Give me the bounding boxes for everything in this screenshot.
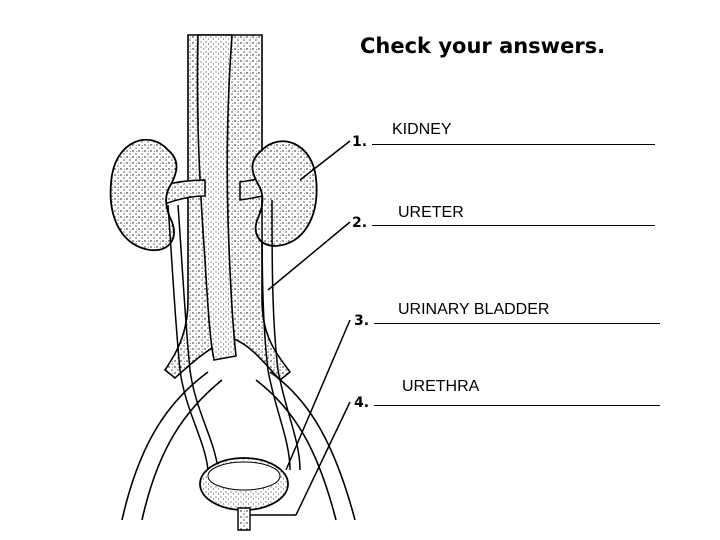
item-number-2: 2. (352, 215, 368, 231)
leader-lines (250, 140, 351, 516)
answer-urinary-bladder: URINARY BLADDER (398, 301, 550, 318)
answer-line-4 (374, 405, 660, 406)
right-kidney (251, 140, 318, 247)
answer-urethra: URETHRA (402, 378, 480, 395)
item-number-1: 1. (352, 134, 368, 150)
item-number-4: 4. (354, 395, 370, 411)
answer-ureter: URETER (398, 204, 464, 221)
answer-line-3 (374, 323, 660, 324)
iliac-arteries (121, 371, 356, 521)
answer-line-2 (372, 225, 655, 226)
kidneys (109, 139, 318, 251)
urinary-bladder (199, 457, 289, 511)
left-kidney (109, 139, 178, 251)
page-title: Check your answers. (360, 34, 606, 58)
answer-kidney: KIDNEY (392, 121, 452, 138)
urethra (237, 507, 251, 531)
vena-cava (196, 34, 237, 361)
answer-line-1 (372, 144, 655, 145)
item-number-3: 3. (354, 313, 370, 329)
ureters (167, 199, 301, 471)
